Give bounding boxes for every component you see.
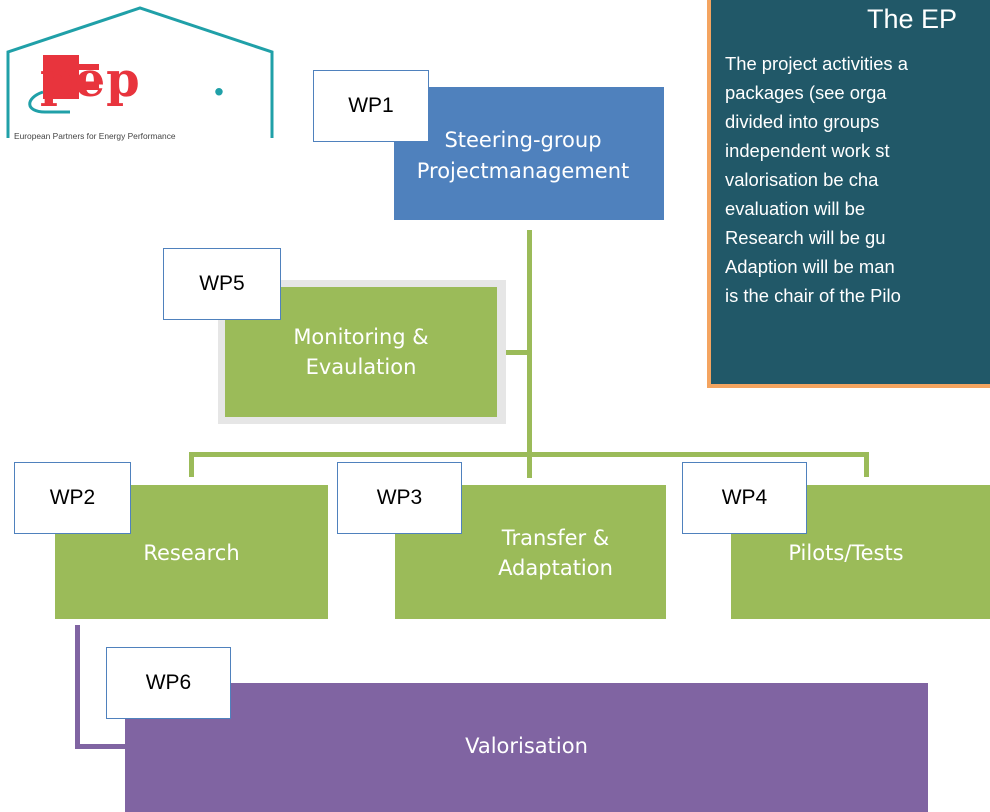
info-line: evaluation will be <box>725 198 866 219</box>
logo-caption: European Partners for Energy Performance <box>14 131 176 141</box>
wp2-tag: WP2 <box>14 462 131 534</box>
connector-wp2-drop <box>189 452 194 477</box>
connector-wp5 <box>500 350 530 355</box>
info-line: is the chair of the Pilo <box>725 285 901 306</box>
connector-wp4-drop <box>864 452 869 477</box>
info-line: packages (see orga <box>725 82 887 103</box>
info-line: Research will be gu <box>725 227 886 248</box>
logo-house-outline <box>6 6 274 138</box>
wp6-box: Valorisation <box>125 683 928 812</box>
wp1-box: Steering-group Projectmanagement <box>394 87 664 220</box>
connector-wp3-drop <box>527 452 532 477</box>
wp3-tag: WP3 <box>337 462 462 534</box>
logo-wordmark: pep <box>40 52 141 108</box>
info-line: Adaption will be man <box>725 256 895 277</box>
wp5-tag: WP5 <box>163 248 281 320</box>
wp6-tag: WP6 <box>106 647 231 719</box>
info-line: valorisation be cha <box>725 169 879 190</box>
info-panel: The EP The project activities a packages… <box>707 0 990 388</box>
info-line: divided into groups <box>725 111 880 132</box>
info-text: The project activities a packages (see o… <box>725 49 990 310</box>
logo-dot: . <box>212 58 226 105</box>
wp1-tag: WP1 <box>313 70 429 142</box>
connector-wp6-vertical <box>75 625 80 749</box>
info-title: The EP <box>867 4 958 34</box>
wp4-tag: WP4 <box>682 462 807 534</box>
info-line: The project activities a <box>725 53 908 74</box>
connector-wp6-horizontal <box>75 744 127 749</box>
info-line: independent work st <box>725 140 890 161</box>
